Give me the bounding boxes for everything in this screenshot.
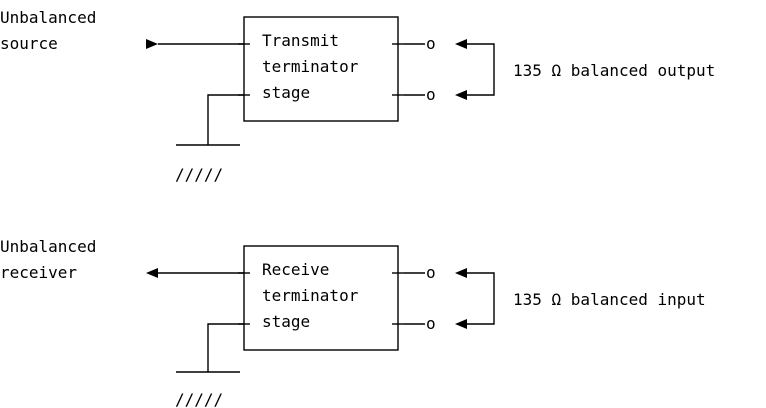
receiver-label-line1: Unbalanced bbox=[0, 237, 96, 256]
ground-hatch: ///// bbox=[175, 165, 223, 184]
receive-terminator-box bbox=[243, 245, 399, 351]
ground-wire bbox=[207, 323, 244, 372]
transmit-section: Unbalanced source Transmit terminator st… bbox=[0, 8, 715, 184]
receive-box-line2: terminator bbox=[262, 286, 359, 305]
source-label-line1: Unbalanced bbox=[0, 8, 96, 27]
arrowhead-bottom-icon bbox=[455, 319, 467, 329]
receive-box-line3: stage bbox=[262, 312, 310, 331]
transmit-box-line1: Transmit bbox=[262, 31, 339, 50]
terminal-top: o bbox=[426, 34, 436, 53]
terminal-top: o bbox=[426, 263, 436, 282]
output-label: 135 Ω balanced output bbox=[513, 61, 715, 80]
input-bracket bbox=[467, 272, 495, 325]
ground-wire bbox=[207, 94, 244, 145]
receiver-arrow-icon bbox=[146, 268, 158, 278]
arrowhead-top-icon bbox=[455, 39, 467, 49]
arrowhead-top-icon bbox=[455, 268, 467, 278]
input-arrow-icon bbox=[146, 39, 158, 49]
source-label-line2: source bbox=[0, 34, 58, 53]
receiver-label-line2: receiver bbox=[0, 263, 77, 282]
arrowhead-bottom-icon bbox=[455, 90, 467, 100]
transmit-box-line3: stage bbox=[262, 83, 310, 102]
input-label: 135 Ω balanced input bbox=[513, 290, 706, 309]
transmit-terminator-box bbox=[243, 16, 399, 122]
receive-section: Unbalanced receiver Receive terminator s… bbox=[0, 237, 706, 408]
transmit-box-line2: terminator bbox=[262, 57, 359, 76]
terminal-bottom: o bbox=[426, 314, 436, 333]
receive-box-line1: Receive bbox=[262, 260, 329, 279]
output-bracket bbox=[467, 43, 495, 96]
terminal-bottom: o bbox=[426, 85, 436, 104]
ground-hatch: ///// bbox=[175, 390, 223, 408]
